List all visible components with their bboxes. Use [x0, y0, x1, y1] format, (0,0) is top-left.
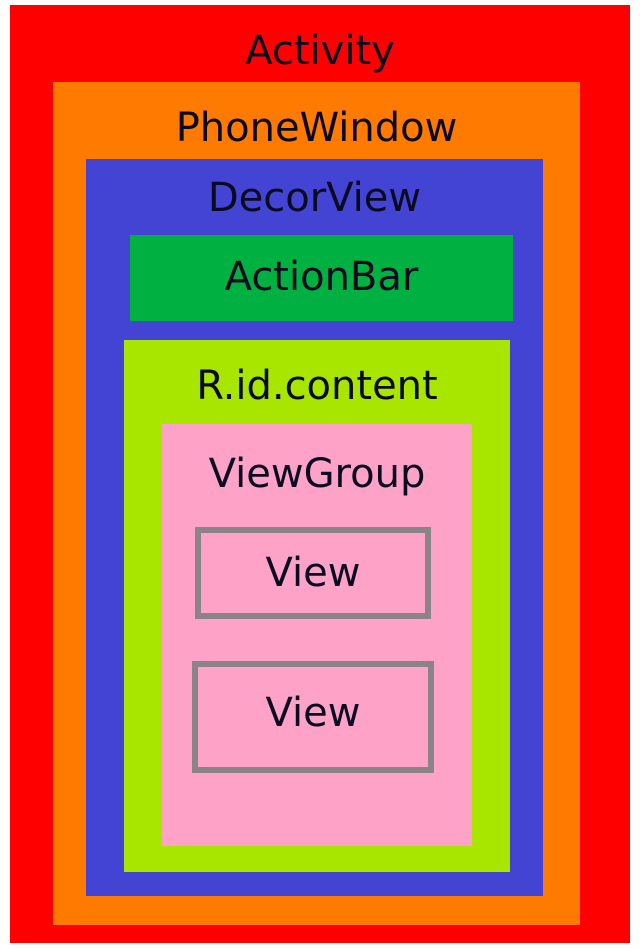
activity-layer: Activity PhoneWindow DecorView ActionBar… — [10, 5, 630, 943]
view-box-1: View — [195, 527, 431, 619]
phone-window-layer: PhoneWindow DecorView ActionBar R.id.con… — [53, 82, 580, 925]
view-box-2: View — [192, 661, 434, 773]
view-group-label: ViewGroup — [208, 451, 426, 497]
view-label-2: View — [265, 690, 361, 736]
content-layer: R.id.content ViewGroup View View — [124, 340, 510, 872]
activity-label: Activity — [245, 28, 395, 74]
view-label-1: View — [265, 550, 361, 596]
action-bar-label: ActionBar — [224, 254, 419, 300]
content-label: R.id.content — [196, 363, 438, 409]
decor-view-label: DecorView — [207, 175, 422, 221]
phone-window-label: PhoneWindow — [175, 105, 458, 151]
decor-view-layer: DecorView ActionBar R.id.content ViewGro… — [86, 159, 543, 896]
view-group-layer: ViewGroup View View — [162, 424, 472, 846]
action-bar-layer: ActionBar — [130, 235, 513, 321]
